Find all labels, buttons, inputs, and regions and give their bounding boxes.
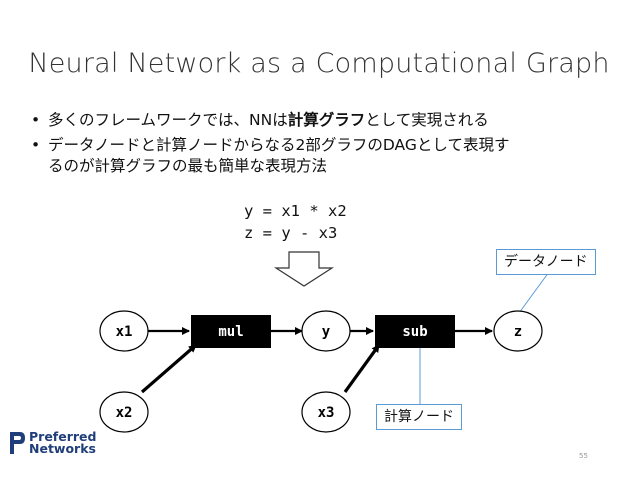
node-label: x3 (318, 405, 335, 421)
bullet-text: として実現される (365, 111, 489, 129)
bullet-dot: • (31, 136, 41, 154)
logo-line: Preferred (29, 429, 97, 444)
bullet-text: 多くのフレームワークでは、NNは (48, 111, 288, 129)
callout-compute-node: 計算ノード (376, 404, 462, 430)
data-node-z: z (493, 310, 543, 352)
transform-arrow-icon (273, 251, 335, 287)
node-label: mul (218, 324, 243, 340)
edge-x2-mul (140, 343, 198, 394)
bullet-emphasis: 計算グラフ (287, 111, 366, 129)
logo-line: Networks (29, 441, 96, 456)
node-label: z (514, 324, 522, 340)
bullet-dot: • (31, 111, 41, 129)
data-node-y: y (301, 310, 351, 352)
node-label: y (322, 324, 331, 340)
bullet-text: データノードと計算ノードからなる2部グラフのDAGとして表現す (48, 136, 510, 154)
node-label: x1 (116, 324, 133, 340)
node-label: x2 (116, 405, 133, 421)
page-number: 55 (579, 452, 588, 460)
logo-mark-icon (10, 432, 25, 454)
code-line: y = x1 * x2 (244, 202, 347, 220)
callout-connector (518, 271, 550, 314)
data-node-x2: x2 (99, 391, 149, 433)
company-logo: Preferred Networks (8, 430, 96, 456)
edge-x3-sub (343, 344, 381, 393)
bullet-item: • 多くのフレームワークでは、NNは計算グラフとして実現される (28, 110, 618, 131)
node-label: sub (402, 324, 427, 340)
code-line: z = y - x3 (244, 224, 338, 242)
callout-data-node: データノード (496, 249, 596, 275)
compute-node-sub: sub (375, 315, 455, 348)
data-node-x3: x3 (301, 391, 351, 433)
slide-title: Neural Network as a Computational Graph (28, 48, 610, 79)
code-block: y = x1 * x2 z = y - x3 (244, 200, 347, 244)
compute-node-mul: mul (191, 315, 271, 348)
data-node-x1: x1 (99, 310, 149, 352)
bullet-text: るのが計算グラフの最も簡単な表現方法 (48, 157, 328, 175)
bullet-item: • データノードと計算ノードからなる2部グラフのDAGとして表現す るのが計算グ… (28, 135, 618, 177)
bullet-list: • 多くのフレームワークでは、NNは計算グラフとして実現される • データノード… (28, 110, 618, 181)
